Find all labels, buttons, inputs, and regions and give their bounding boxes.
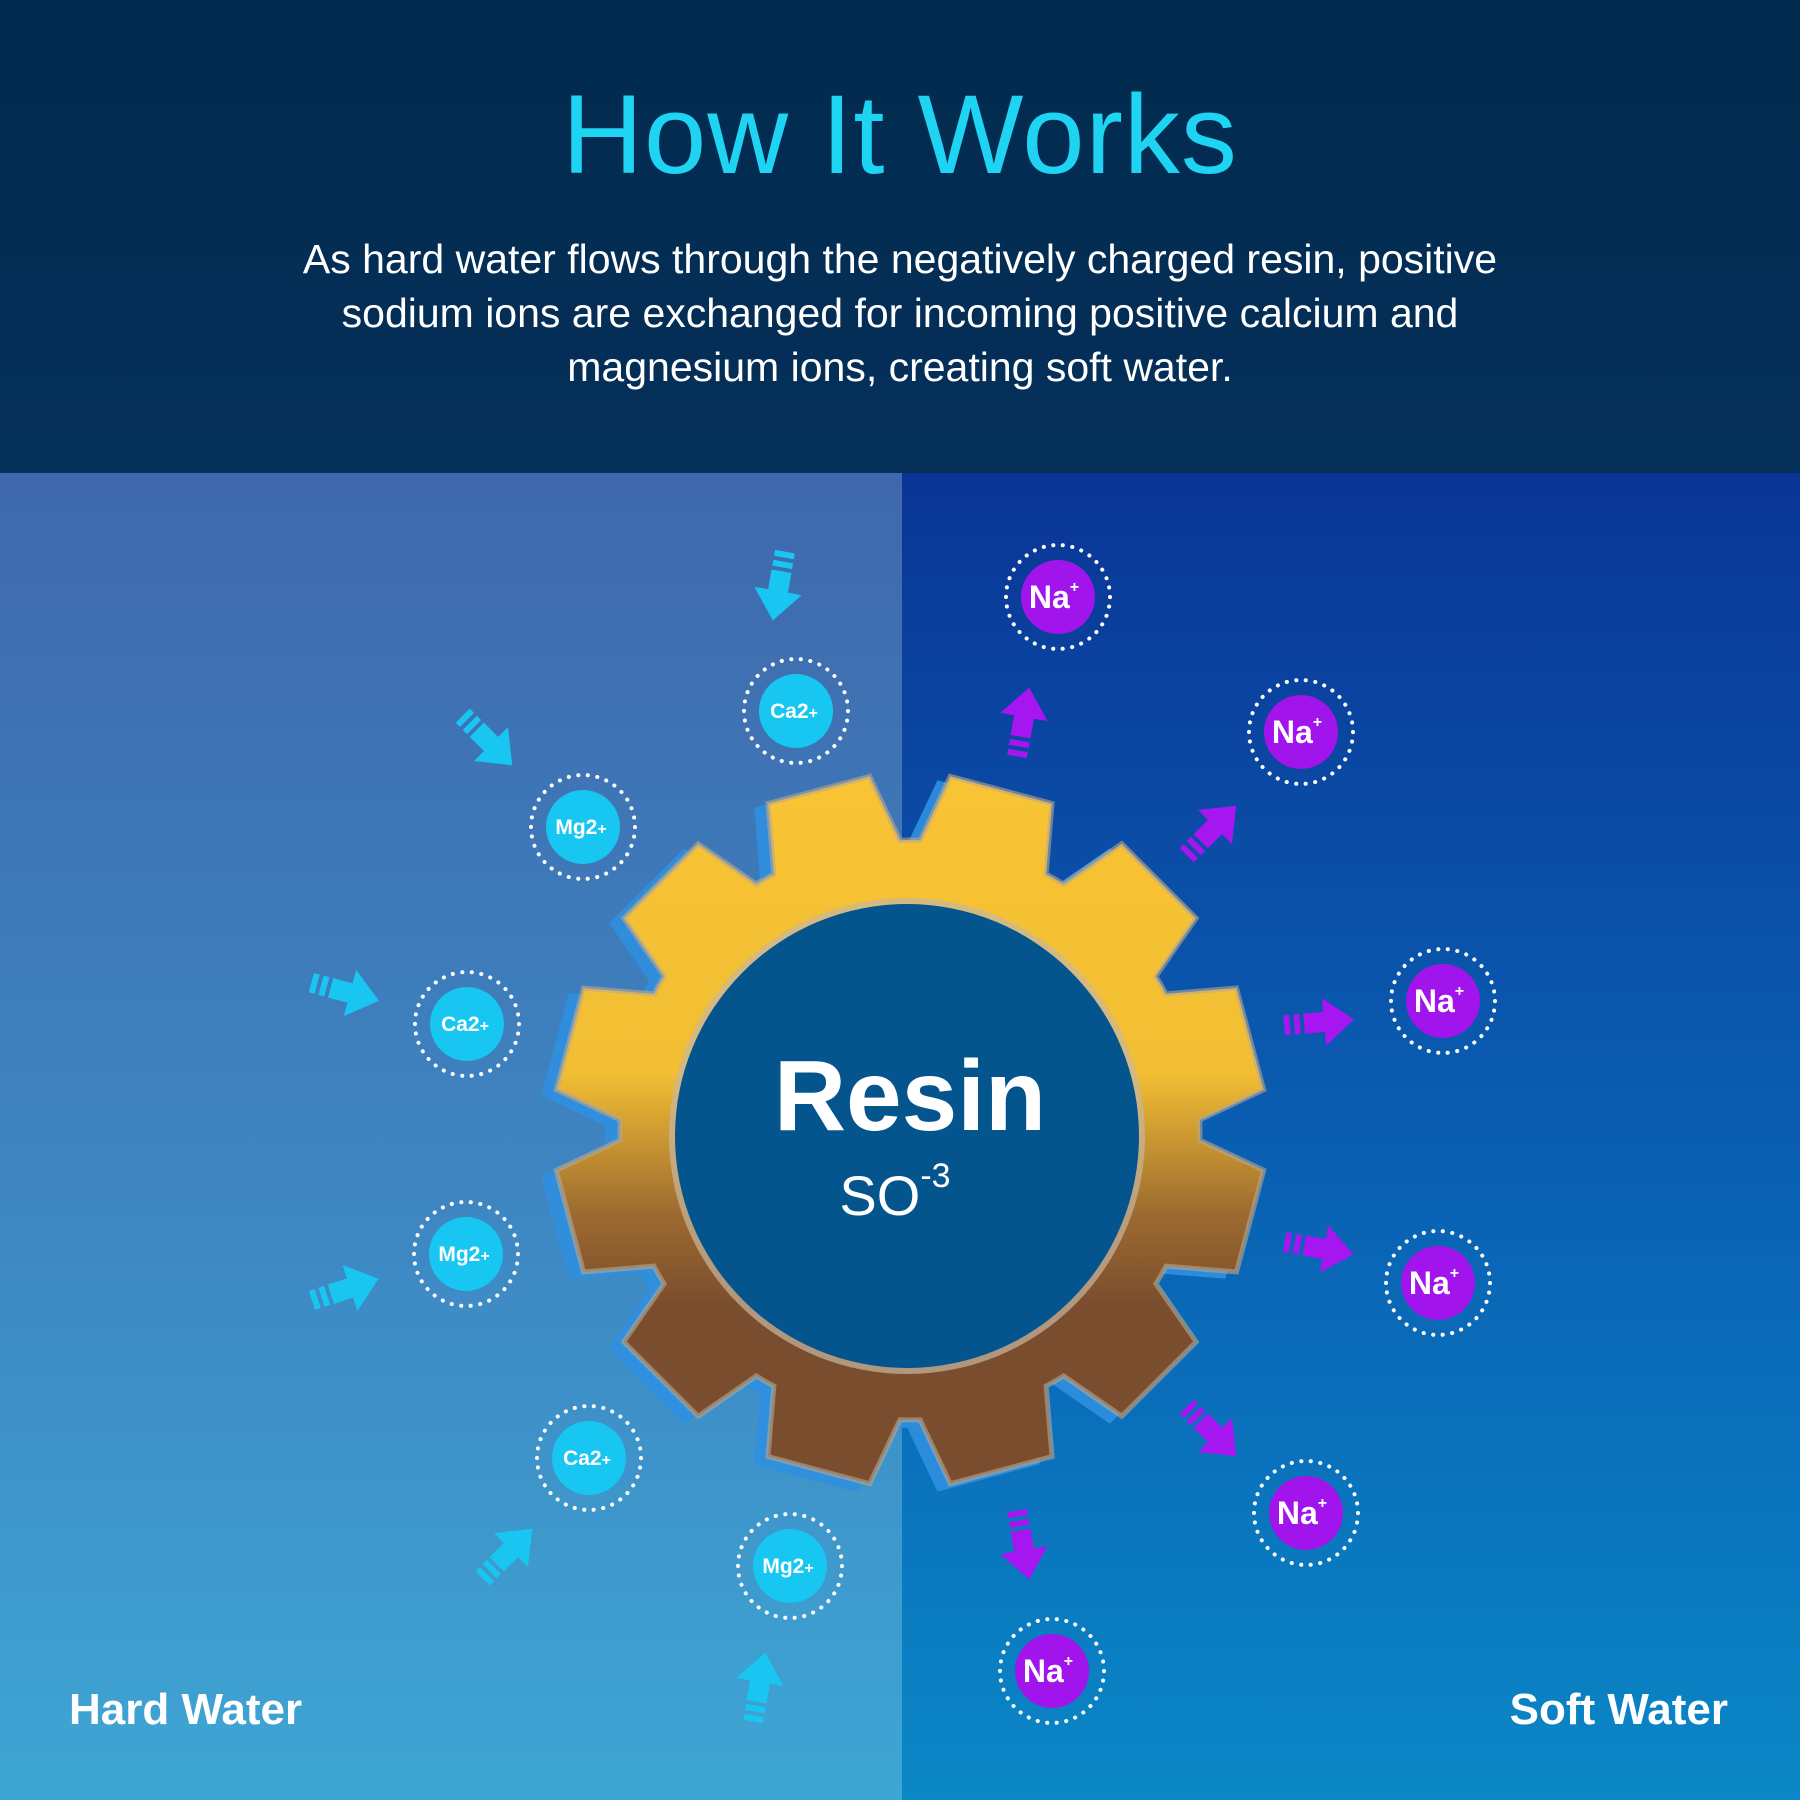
hardness-ion: Ca2+ [413,970,521,1078]
ion-core [1401,1246,1475,1320]
ion-core [1021,560,1095,634]
hardness-ion: Ca2+ [535,1404,643,1512]
outflow-arrow-icon [1179,805,1237,863]
ion-label: Ca2+ [563,1447,611,1470]
ion-label: Na+ [1277,1495,1327,1531]
hardness-ion: Mg2+ [412,1200,520,1308]
ion-core [1406,964,1480,1038]
ion-label: Na+ [1023,1653,1073,1689]
inflow-arrow-icon [754,549,802,621]
resin-label: Resin [774,1040,1046,1152]
dotted-ring [413,970,521,1078]
ion-core [753,1529,827,1603]
page-title: How It Works [562,72,1238,197]
ion-label: Na+ [1409,1265,1459,1301]
outflow-arrow-icon [1000,687,1048,759]
dotted-ring [535,1404,643,1512]
ion-label: Ca2+ [441,1013,489,1036]
hardness-ion: Mg2+ [736,1512,844,1620]
inflow-arrow-icon [308,969,379,1017]
ion-label: Na+ [1029,579,1079,615]
ion-core [430,987,504,1061]
inflow-arrow-icon [308,1265,379,1311]
soft-water-label: Soft Water [1509,1685,1728,1734]
dotted-ring [998,1617,1106,1725]
ion-core [429,1217,503,1291]
sodium-ion: Na+ [1247,678,1355,786]
ion-core [1269,1476,1343,1550]
ion-core [1264,695,1338,769]
dotted-ring [529,773,637,881]
sodium-ion: Na+ [1384,1229,1492,1337]
ion-label: Mg2+ [762,1555,813,1578]
ion-core [546,790,620,864]
dotted-ring [1004,543,1112,651]
hardness-ion: Ca2+ [742,657,850,765]
dotted-ring [1384,1229,1492,1337]
hardness-ion: Mg2+ [529,773,637,881]
header: How It Works As hard water flows through… [0,0,1800,473]
outflow-arrow-icon [1283,998,1354,1046]
outflow-arrow-icon [1282,1225,1354,1273]
ion-label: Mg2+ [438,1243,489,1266]
sodium-ion: Na+ [998,1617,1106,1725]
dotted-ring [412,1200,520,1308]
dotted-ring [1247,678,1355,786]
ion-label: Mg2+ [555,816,606,839]
outflow-arrow-icon [1000,1508,1048,1580]
outflow-arrow-icon [1179,1399,1237,1457]
inflow-arrow-icon [455,708,513,766]
ion-label: Na+ [1272,714,1322,750]
ion-core [1015,1634,1089,1708]
description: As hard water flows through the negative… [302,236,1498,390]
resin-gear: Resin SO-3 [541,773,1267,1492]
dotted-ring [736,1512,844,1620]
resin-core [675,904,1139,1368]
inflow-arrow-icon [475,1528,533,1586]
hard-water-label: Hard Water [69,1685,303,1734]
resin-formula: SO-3 [839,1157,950,1227]
dotted-ring [1252,1459,1360,1567]
dotted-ring [742,657,850,765]
sodium-ion: Na+ [1004,543,1112,651]
ion-core [759,674,833,748]
ion-label: Na+ [1414,983,1464,1019]
sodium-ion: Na+ [1389,947,1497,1055]
sodium-ion: Na+ [1252,1459,1360,1567]
ion-label: Ca2+ [770,700,818,723]
dotted-ring [1389,947,1497,1055]
inflow-arrow-icon [736,1652,784,1724]
ion-core [552,1421,626,1495]
